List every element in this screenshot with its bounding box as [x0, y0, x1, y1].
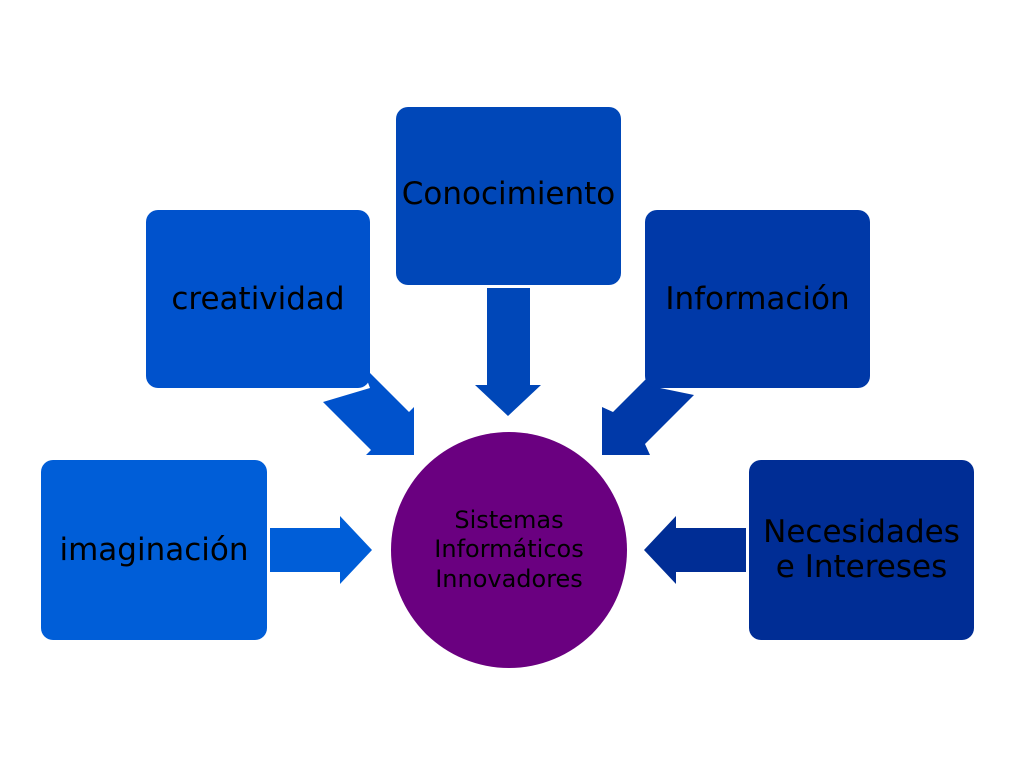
center-node: Sistemas Informáticos Innovadores	[391, 432, 627, 668]
arrow-informacion-to-center	[602, 364, 694, 455]
node-necesidades-label: Necesidades e Intereses	[763, 514, 960, 585]
node-conocimiento-label: Conocimiento	[401, 176, 616, 212]
node-conocimiento: Conocimiento	[396, 107, 621, 285]
arrow-imaginacion-to-center	[270, 516, 372, 584]
node-informacion: Información	[645, 210, 870, 388]
arrow-conocimiento-to-center	[475, 288, 541, 416]
node-informacion-label: Información	[665, 280, 850, 317]
node-necesidades: Necesidades e Intereses	[749, 460, 974, 640]
node-imaginacion: imaginación	[41, 460, 267, 640]
node-creatividad-label: creatividad	[171, 280, 345, 317]
center-node-label: Sistemas Informáticos Innovadores	[434, 506, 584, 593]
arrow-necesidades-to-center	[644, 516, 746, 584]
arrow-creatividad-to-center	[323, 364, 414, 455]
node-creatividad: creatividad	[146, 210, 370, 388]
node-imaginacion-label: imaginación	[59, 531, 249, 568]
